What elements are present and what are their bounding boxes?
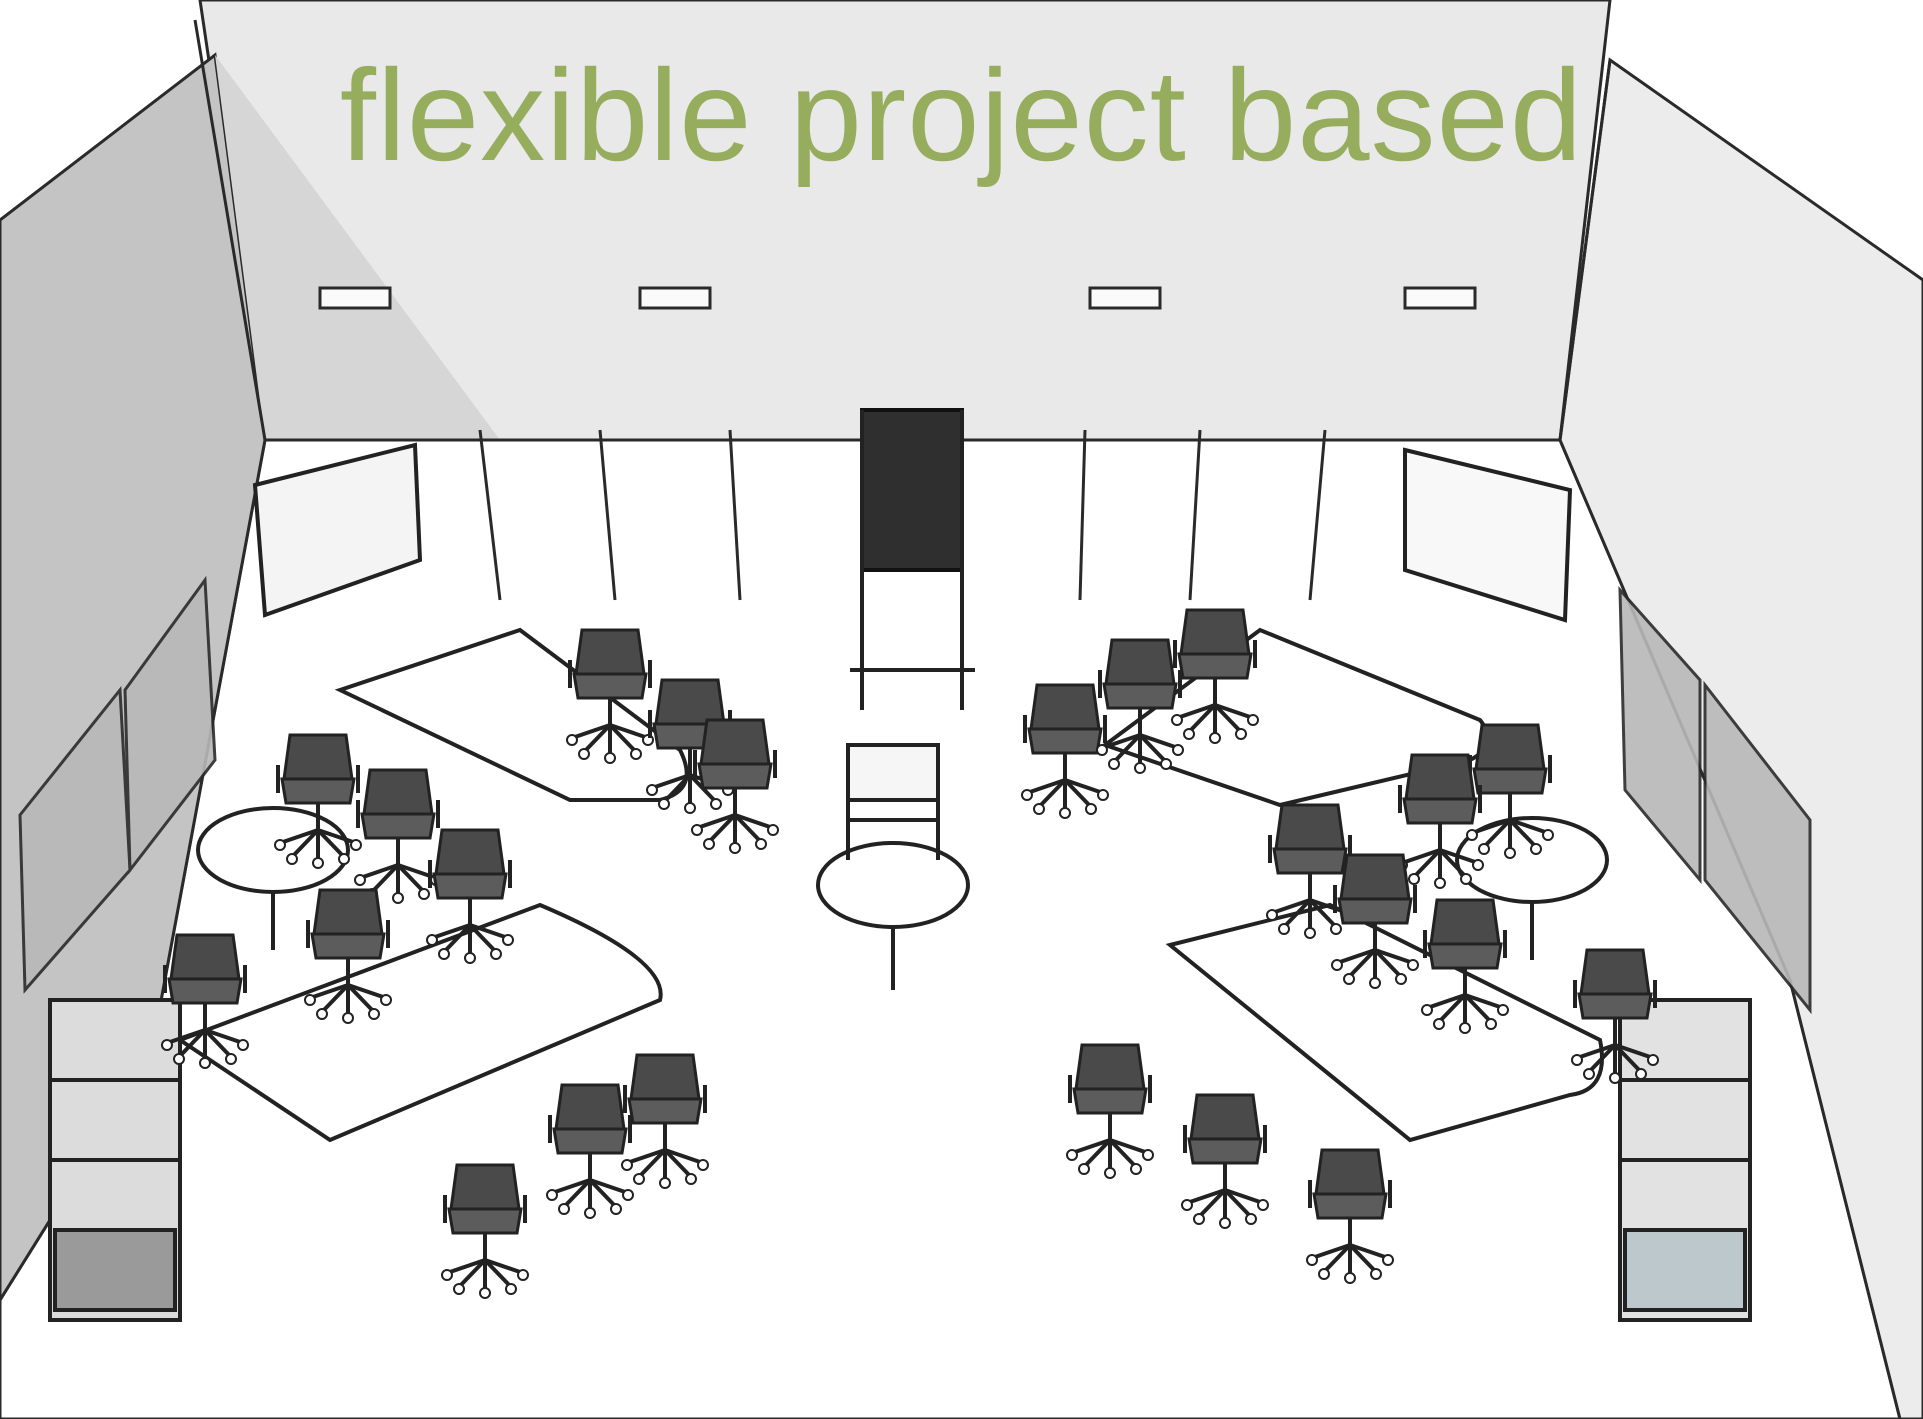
slide-title: flexible project based xyxy=(339,42,1584,188)
whiteboard-icon xyxy=(252,442,1573,623)
mobile-cart-icon xyxy=(48,998,1752,1322)
table-icon xyxy=(175,627,1604,1143)
rolling-easel-icon xyxy=(850,408,975,710)
partition-panels xyxy=(18,575,1812,1015)
presentation-cart-icon xyxy=(846,743,940,860)
round-table-icon xyxy=(196,806,1609,990)
light-fixture-icon xyxy=(318,286,1477,310)
